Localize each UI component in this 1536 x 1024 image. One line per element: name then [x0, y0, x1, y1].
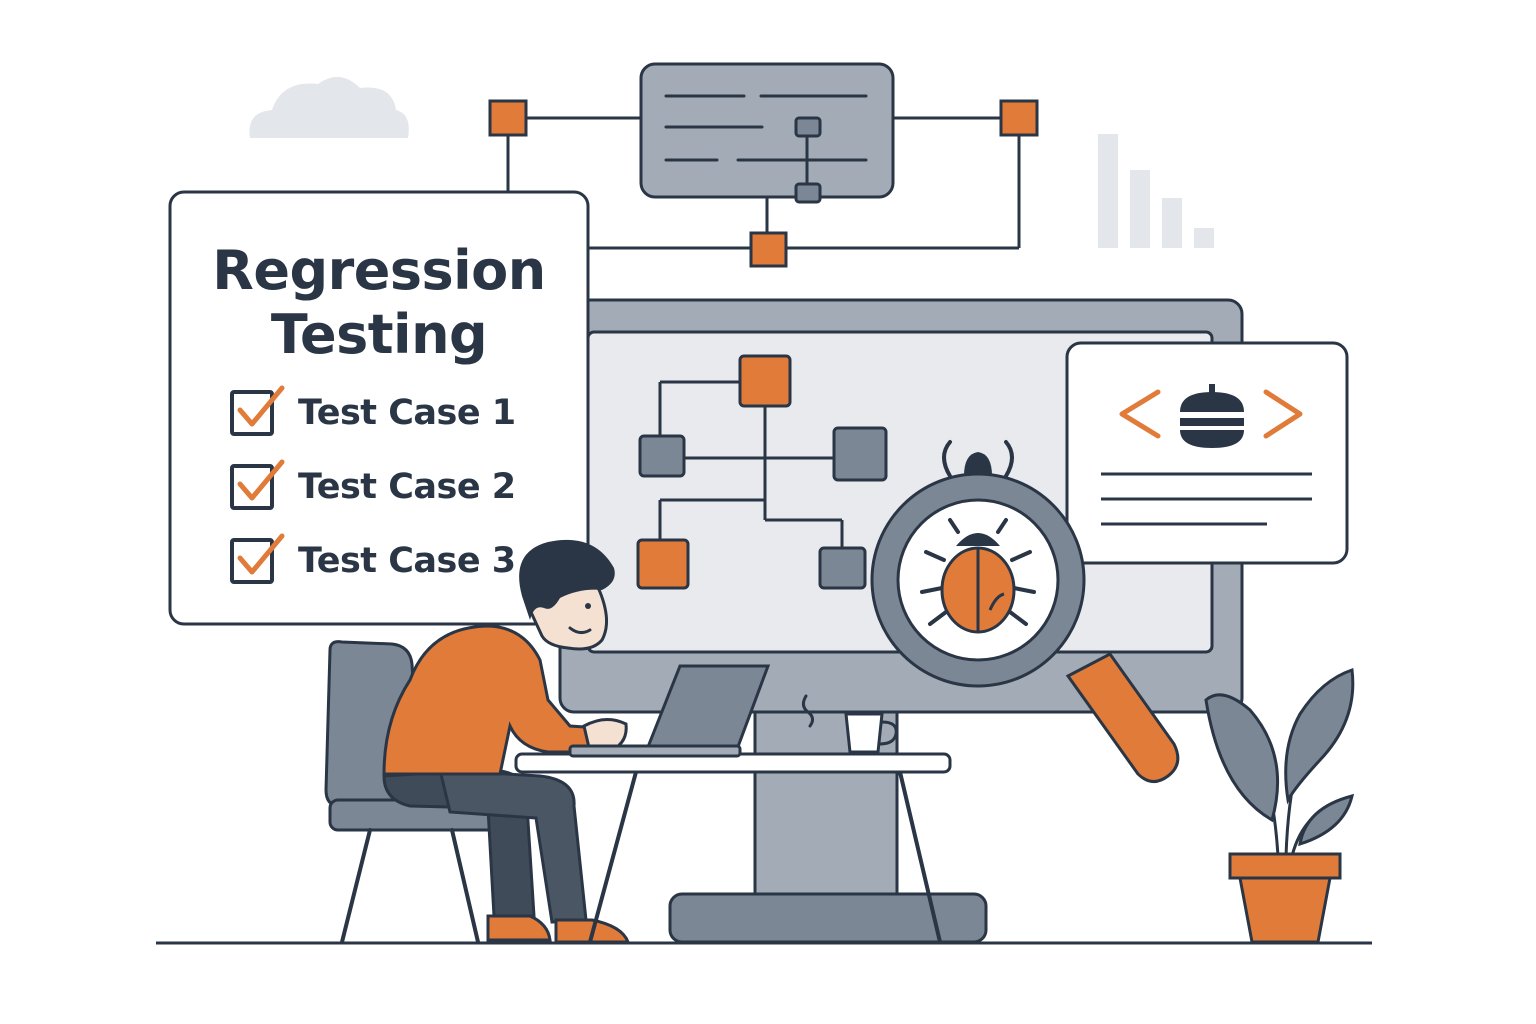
regression-card — [168, 190, 590, 626]
desk — [514, 752, 952, 944]
check-icon — [230, 459, 285, 510]
checkbox-list — [230, 385, 285, 584]
check-icon — [230, 533, 285, 584]
cloud-icon — [249, 76, 409, 138]
card-title-line-2: Testing — [270, 303, 488, 366]
bug-antennae — [942, 440, 1014, 478]
bug-icon — [920, 518, 1036, 634]
check-icon — [230, 385, 285, 436]
code-brackets-icon — [1119, 389, 1303, 439]
bar-chart-icon — [1098, 134, 1214, 248]
card-title-line-1: Regression — [212, 239, 546, 302]
person — [382, 539, 631, 944]
test-case-2-label: Test Case 2 — [298, 467, 516, 507]
magnifier-icon — [870, 440, 1180, 783]
coffee-cup-icon — [801, 694, 898, 754]
test-case-3-label: Test Case 3 — [298, 541, 516, 581]
laptop — [568, 664, 771, 758]
plant-icon — [1204, 667, 1355, 944]
test-case-1-label: Test Case 1 — [298, 393, 516, 433]
top-process-box — [639, 62, 895, 204]
screen-flowchart — [636, 354, 888, 590]
flowchart-connectors — [506, 116, 1021, 250]
flowchart-nodes — [488, 99, 1039, 268]
bug-icon — [1180, 384, 1244, 448]
code-card — [1065, 341, 1349, 565]
